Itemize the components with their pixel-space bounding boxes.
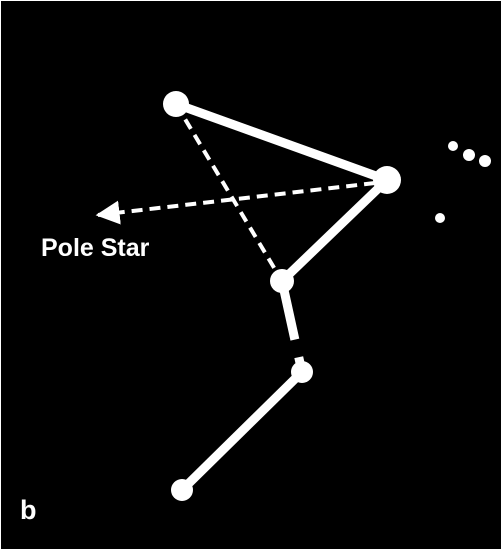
star-4 [291, 361, 313, 383]
solid-line-star3-star4 [277, 280, 307, 373]
pole-star-label: Pole Star [41, 234, 150, 262]
dashed-line-star1-star3 [174, 102, 284, 283]
small-star-4 [435, 213, 445, 223]
solid-line-star4-star5 [178, 368, 306, 494]
panel-letter: b [20, 495, 37, 525]
star-5 [171, 479, 193, 501]
small-star-1 [448, 141, 458, 151]
pointer-arrow-to-pole-star [95, 181, 376, 225]
star-3 [270, 269, 294, 293]
star-2 [373, 166, 401, 194]
solid-line-star1-star2 [174, 99, 389, 185]
small-star-2 [463, 149, 475, 161]
small-star-3 [479, 155, 491, 167]
star-1 [163, 91, 189, 117]
solid-line-star2-star3 [278, 176, 391, 285]
